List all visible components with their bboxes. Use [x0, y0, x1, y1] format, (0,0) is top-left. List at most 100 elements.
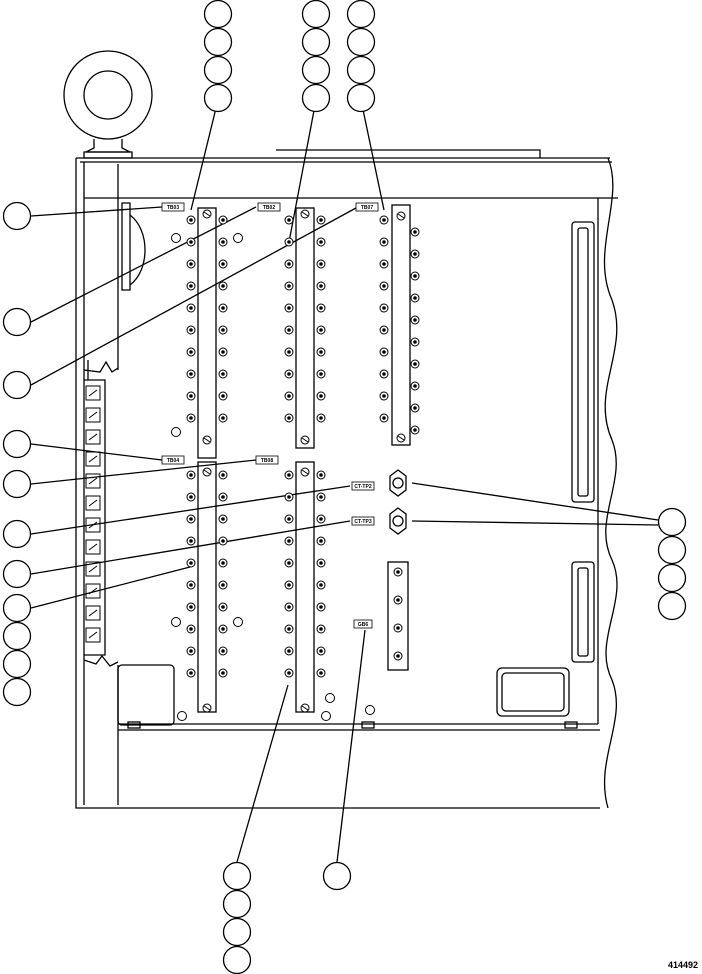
stud-center [189, 218, 193, 222]
stud-center [319, 372, 323, 376]
stud-center [319, 240, 323, 244]
top-middle-callout [301, 27, 331, 57]
stud-center [287, 627, 291, 631]
stud-center [287, 561, 291, 565]
fitting-2 [389, 507, 407, 535]
stud-center [413, 296, 417, 300]
mounting-hole [365, 705, 375, 715]
top-middle-callout [301, 55, 331, 85]
switch-lever [88, 521, 98, 529]
block-screw-slot [203, 211, 211, 217]
stud-center [189, 517, 193, 521]
mounting-hole [321, 711, 331, 721]
stud-center [382, 394, 386, 398]
stud-center [287, 473, 291, 477]
block-screw-slot [301, 469, 309, 475]
stud-center [189, 495, 193, 499]
switch [85, 561, 101, 577]
stud-center [189, 262, 193, 266]
stud-center [287, 495, 291, 499]
stud-center [382, 240, 386, 244]
terminal-block-1 [197, 207, 217, 459]
block-screw-slot [203, 705, 211, 711]
left-side-callout [2, 649, 32, 679]
stud-center [413, 384, 417, 388]
bottom-left-callout [222, 861, 252, 891]
bottom-left-callout [222, 889, 252, 919]
block-screw-slot [301, 705, 309, 711]
stud-center [319, 583, 323, 587]
left-side-callout [2, 201, 32, 231]
stud-center [189, 605, 193, 609]
tag-tb6: CT-TP2 [354, 484, 371, 490]
stud-center [287, 583, 291, 587]
tag-tb8: GB6 [358, 622, 369, 628]
switch [85, 583, 101, 599]
stud-center [221, 495, 225, 499]
terminal-block-2 [295, 207, 315, 449]
stud-center [413, 406, 417, 410]
lifting-eye [63, 50, 153, 159]
terminal-studs [171, 209, 420, 721]
mounting-hole [171, 427, 181, 437]
tag-tb1: TB03 [167, 205, 179, 211]
stud-center [413, 362, 417, 366]
stud-center [189, 561, 193, 565]
stud-center [221, 539, 225, 543]
stud-center [287, 328, 291, 332]
stud-center [319, 284, 323, 288]
stud-center [221, 671, 225, 675]
stud-center [189, 539, 193, 543]
switch [85, 627, 101, 643]
switch [85, 473, 101, 489]
switch-lever [88, 433, 98, 441]
stud-center [382, 284, 386, 288]
stud-center [221, 328, 225, 332]
stud-center [319, 416, 323, 420]
stud-center [382, 306, 386, 310]
strip-stud-center [396, 570, 400, 574]
leader-lines [30, 99, 659, 863]
stud-center [382, 262, 386, 266]
stud-center [287, 416, 291, 420]
stud-center [287, 517, 291, 521]
stud-center [287, 671, 291, 675]
block-screw-slot [203, 469, 211, 475]
strip-stud-center [396, 654, 400, 658]
stud-center [319, 671, 323, 675]
stud-center [413, 428, 417, 432]
stud-center [413, 230, 417, 234]
terminal-block-5 [295, 461, 315, 713]
stud-center [287, 262, 291, 266]
strip-stud-center [396, 626, 400, 630]
mounting-hole [233, 233, 243, 243]
block-screw-slot [301, 211, 309, 217]
stud-center [319, 561, 323, 565]
stud-center [319, 627, 323, 631]
stud-center [382, 372, 386, 376]
block-screw-slot [203, 437, 211, 443]
left-side-callout [2, 677, 32, 707]
left-side-callout [2, 429, 32, 459]
switch-lever [88, 609, 98, 617]
mounting-hole [171, 617, 181, 627]
bottom-left-callout [222, 945, 252, 974]
stud-center [319, 605, 323, 609]
stud-center [221, 306, 225, 310]
switch [85, 429, 101, 445]
switch [85, 495, 101, 511]
top-left-callout [203, 55, 233, 85]
switch-lever [88, 499, 98, 507]
switch-lever [88, 631, 98, 639]
switch [85, 407, 101, 423]
stud-center [287, 649, 291, 653]
stud-center [189, 627, 193, 631]
strip-stud-center [396, 598, 400, 602]
top-right-callout [346, 0, 376, 29]
mounting-hole [171, 233, 181, 243]
stud-center [189, 284, 193, 288]
stud-center [287, 372, 291, 376]
stud-center [221, 517, 225, 521]
stud-center [287, 350, 291, 354]
